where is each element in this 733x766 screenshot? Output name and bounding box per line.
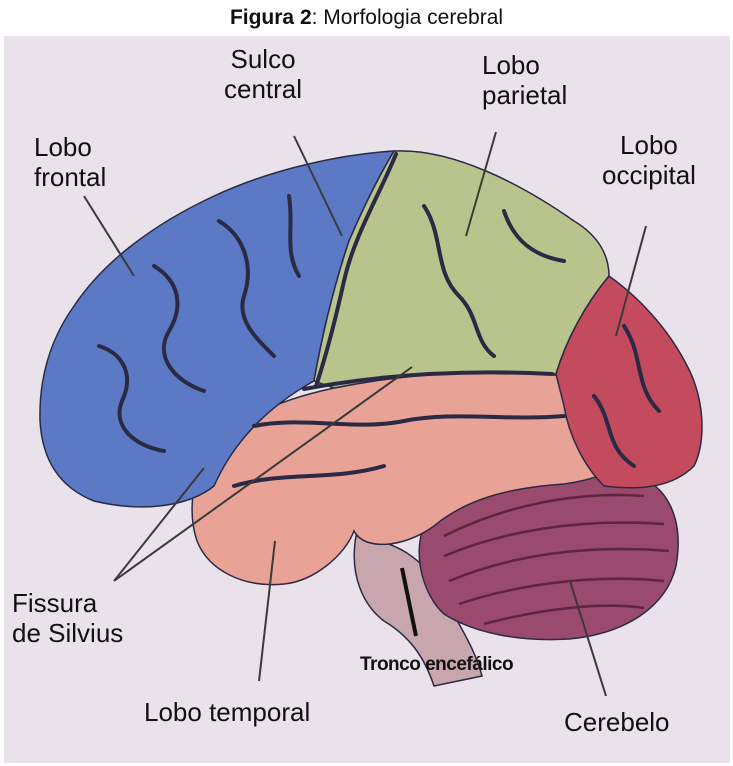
label-lobo-parietal-line1: Lobo <box>482 50 540 80</box>
label-fissura-silvius-line1: Fissura <box>12 588 97 618</box>
label-fissura-silvius-line2: de Silvius <box>12 618 123 648</box>
label-lobo-temporal: Lobo temporal <box>144 697 310 727</box>
label-cerebelo: Cerebelo <box>564 707 670 737</box>
label-sulco-central-line2: central <box>224 74 302 104</box>
label-sulco-central-line1: Sulco <box>231 44 296 74</box>
label-lobo-occipital-line2: occipital <box>602 160 696 190</box>
label-tronco-encefalico: Tronco encefálico <box>360 650 513 680</box>
label-lobo-occipital-line1: Lobo <box>620 130 678 160</box>
caption-prefix: Figura 2 <box>230 6 312 29</box>
caption-text: : Morfologia cerebral <box>312 6 503 29</box>
figure-caption: Figura 2: Morfologia cerebral <box>0 6 733 30</box>
label-lobo-frontal-line1: Lobo <box>34 132 92 162</box>
label-lobo-parietal-line2: parietal <box>482 80 567 110</box>
label-lobo-frontal-line2: frontal <box>34 162 106 192</box>
